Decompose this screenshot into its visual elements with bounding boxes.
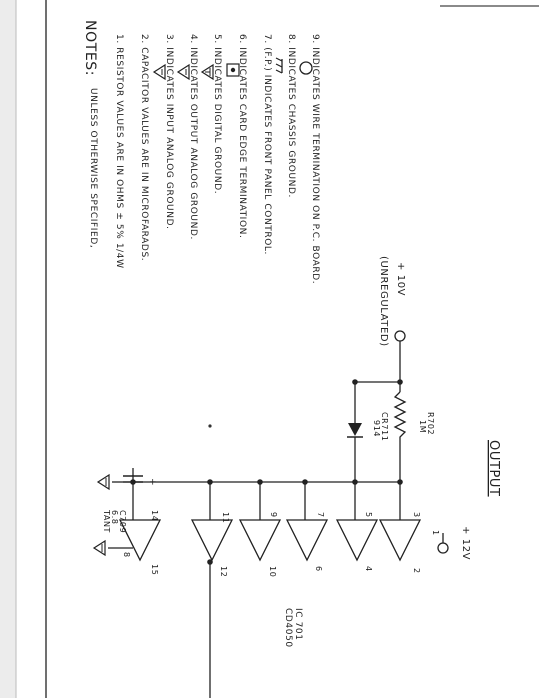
pin-label: 6 [314,566,323,572]
pin-label: 9 [269,512,278,518]
junction-dots [130,379,403,565]
notes-heading-tail: UNLESS OTHERWISE SPECIFIED, [88,88,98,248]
notes-block: NOTES: UNLESS OTHERWISE SPECIFIED, 1. RE… [82,20,320,284]
resistor-r702 [393,391,407,442]
output-analog-ground-icon [176,63,190,81]
diagram-title: OUTPUT [486,440,501,497]
ic-type: CD4050 [283,608,293,648]
note-item-7: 7. (F.P.) INDICATES FRONT PANEL CONTROL. [262,34,272,255]
note-item-1: 1. RESISTOR VALUES ARE IN OHMS ± 5% 1/4W [114,34,124,269]
pin-label: 12 [219,566,228,577]
supply-12v-label: + 12V [460,526,471,560]
note-item-3: 3. INDICATES INPUT ANALOG GROUND. [164,34,174,230]
supply-10v-terminal [394,330,406,342]
capacitor-ref: C709 [118,510,127,533]
note-item-4: 4. INDICATES OUTPUT ANALOG GROUND. [188,34,198,240]
input-analog-ground-icon [152,63,166,81]
digital-ground-cap-icon [96,473,110,491]
diode-cr711 [347,423,363,445]
buffer-gate-4 [238,519,282,562]
ic-ref: IC 701 [293,608,303,641]
buffer-gate-6 [118,519,162,562]
pin-label: 1 [431,530,440,536]
card-edge-termination-icon [226,63,240,77]
diode-type: 914 [372,420,381,437]
supply-12v-terminal [437,542,449,554]
wire-termination-icon [299,61,313,75]
note-item-2: 2. CAPACITOR VALUES ARE IN MICROFARADS. [139,34,149,261]
buffer-gates [118,519,422,562]
diode-ref: CR711 [380,412,389,441]
note-item-5: 5. INDICATES DIGITAL GROUND. [212,34,222,194]
wiring [132,341,401,698]
digital-ground-icon [200,63,214,81]
capacitor-plus: + [147,478,157,486]
buffer-gate-1 [378,519,422,562]
pin-label: 4 [364,566,373,572]
pin-label: 15 [150,564,159,575]
pin-label: 2 [412,568,421,574]
buffer-gate-2 [335,519,379,562]
resistor-ref: R702 [426,412,435,435]
note-item-6: 6. INDICATES CARD EDGE TERMINATION. [237,34,247,238]
pin-label: 11 [221,512,230,523]
pin-label: 14 [150,510,159,521]
pin-label: 3 [412,512,421,518]
pin-label: 7 [316,512,325,518]
pin-label: 10 [268,566,277,577]
stray-mark [208,424,212,428]
margin-strip [0,0,16,698]
buffer-gate-3 [285,519,329,562]
notes-heading: NOTES: [82,20,98,76]
pin-label: 8 [122,552,131,558]
chassis-ground-icon [275,57,283,74]
note-item-9: 9. INDICATES WIRE TERMINATION ON P.C. BO… [310,34,320,284]
digital-ground-ic-icon [92,539,106,557]
buffer-gate-5 [190,519,234,562]
supply-10v-label: + 10V [395,262,406,296]
pin-labels: 3 2 5 4 7 6 9 10 11 12 14 15 1 8 [122,510,440,577]
note-item-8: 8. INDICATES CHASSIS GROUND. [286,34,296,198]
pin-label: 5 [364,512,373,518]
supply-unregulated-label: (UNREGULATED) [378,256,389,347]
capacitor-type: TANT [102,509,111,533]
capacitor-value: 6.8 [110,510,119,525]
resistor-value: 1M [418,420,427,433]
